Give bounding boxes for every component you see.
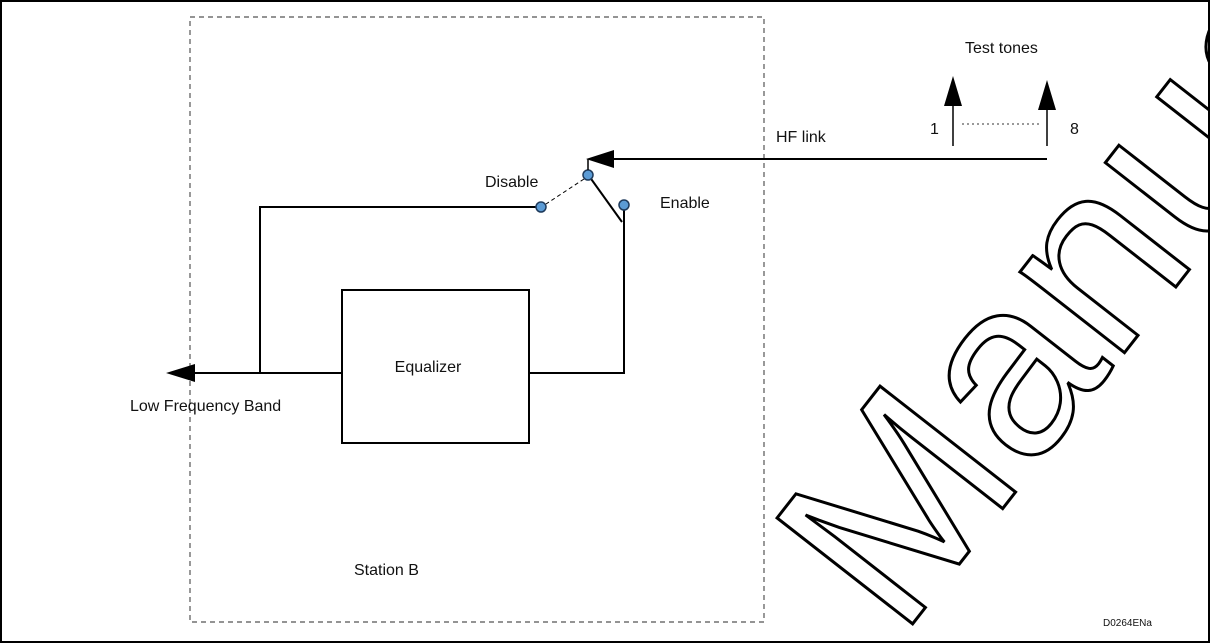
- output-arrow-icon: [166, 364, 195, 382]
- enable-label: Enable: [660, 195, 710, 212]
- equalizer-path-wire: [529, 222, 625, 374]
- enable-contact: [618, 199, 630, 211]
- output-label: Low Frequency Band: [130, 398, 281, 415]
- hf-link-arrow-icon: [586, 150, 614, 168]
- drawing-code: D0264ENa: [1103, 618, 1152, 629]
- disable-label: Disable: [485, 174, 538, 191]
- switch-pivot-contact: [582, 169, 594, 181]
- equalizer-box: [341, 289, 530, 444]
- tone-first-label: 1: [930, 121, 939, 138]
- switch-blade: [588, 175, 623, 223]
- tone-8-arrow-icon: [1038, 80, 1056, 110]
- switch-disable-path: [545, 178, 585, 205]
- tone-1-arrow-icon: [944, 76, 962, 106]
- bypass-wire: [259, 206, 543, 373]
- station-label: Station B: [354, 562, 419, 579]
- test-tones-label: Test tones: [965, 40, 1038, 57]
- equalizer-label: Equalizer: [395, 359, 462, 376]
- disable-contact: [535, 201, 547, 213]
- svg-text:ManualsLib: ManualsLib: [722, 0, 1210, 643]
- station-frame: [189, 16, 765, 623]
- hf-link-label: HF link: [776, 129, 827, 146]
- watermark-logo: ManualsLib: [720, 0, 1210, 643]
- tone-last-label: 8: [1070, 121, 1079, 138]
